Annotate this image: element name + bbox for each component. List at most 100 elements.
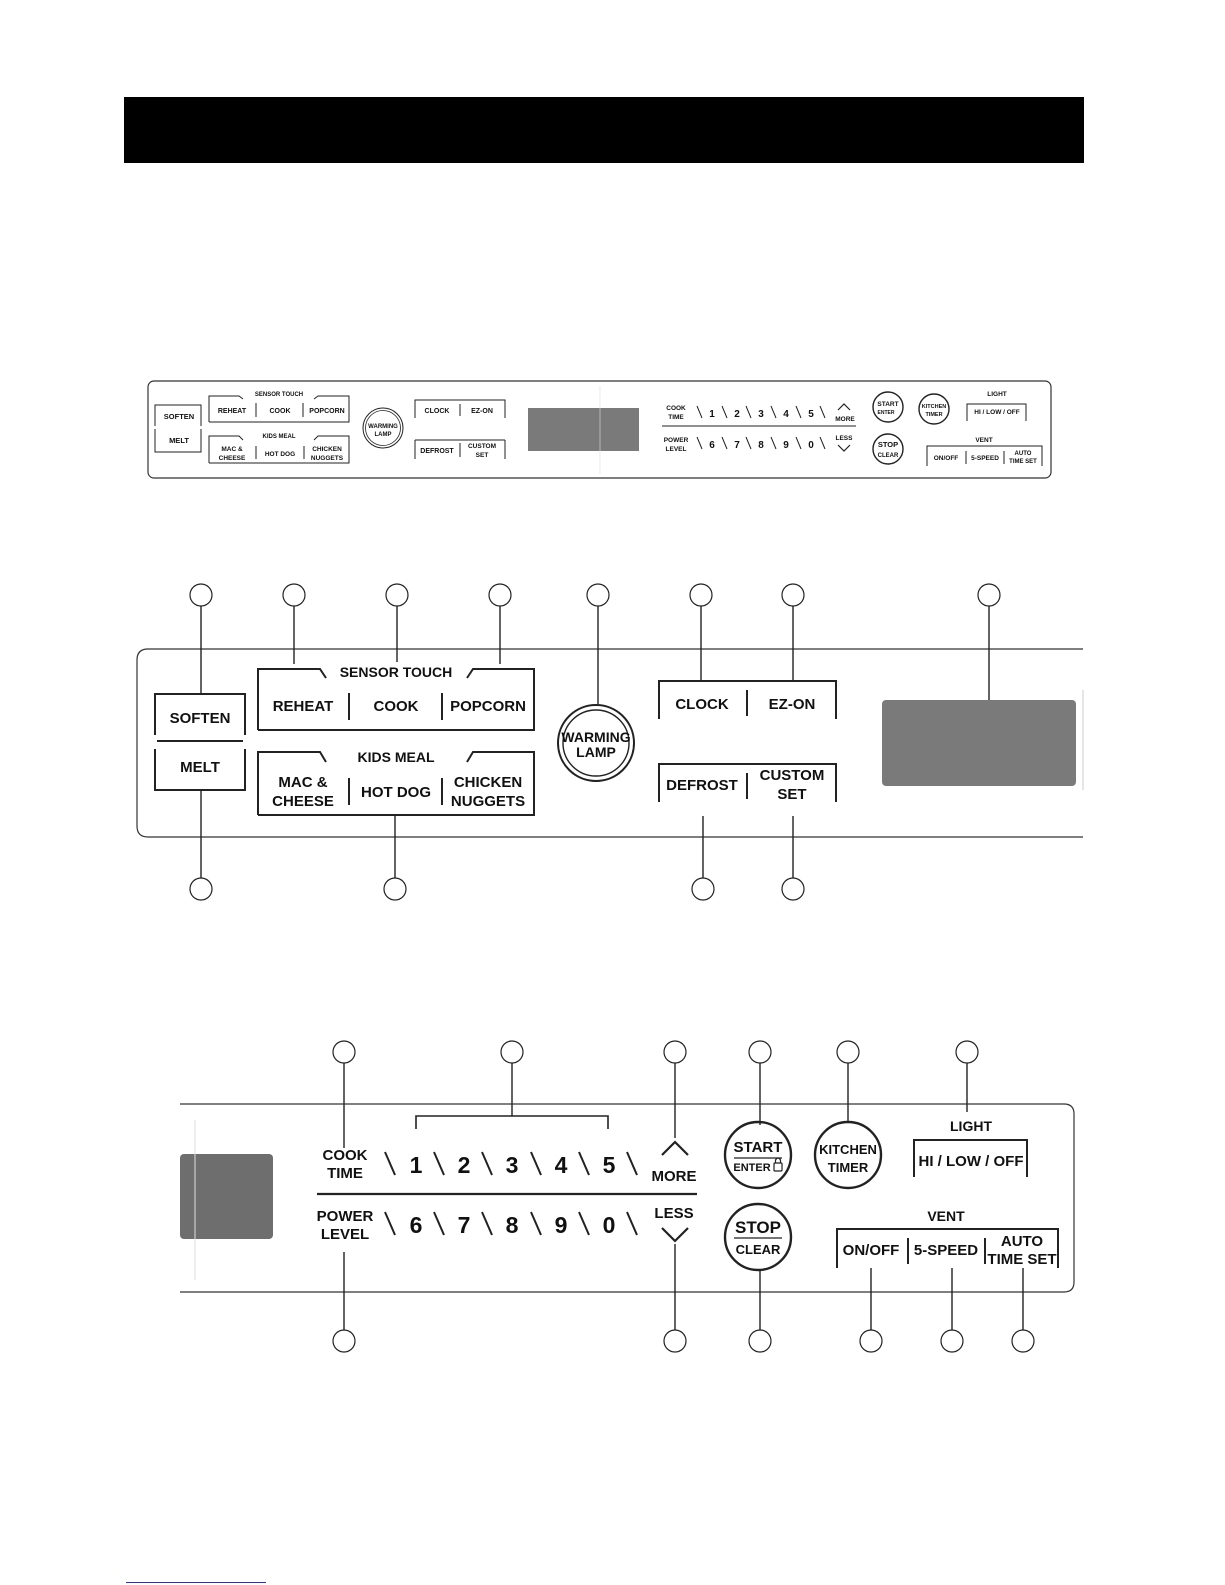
ov-digit-5: 5 bbox=[808, 409, 814, 420]
on-off-label: ON/OFF bbox=[843, 1242, 900, 1259]
digit-4: 4 bbox=[555, 1152, 568, 1178]
overview-panel: SOFTEN MELT SENSOR TOUCH REHEAT COOK POP… bbox=[147, 380, 1052, 479]
ov-chicken-label: CHICKEN bbox=[312, 446, 342, 453]
5-speed-label: 5-SPEED bbox=[914, 1242, 978, 1259]
defrost-label: DEFROST bbox=[666, 777, 738, 794]
custom-label: CUSTOM bbox=[760, 767, 825, 784]
melt-label: MELT bbox=[180, 759, 220, 776]
vent-label: VENT bbox=[927, 1208, 965, 1224]
ov-kids-meal-label: KIDS MEAL bbox=[263, 434, 296, 440]
digit-6: 6 bbox=[410, 1212, 423, 1238]
ov-nuggets-label: NUGGETS bbox=[311, 455, 344, 462]
digit-0: 0 bbox=[603, 1212, 616, 1238]
right-callouts-bottom bbox=[332, 1329, 1035, 1353]
lamp-label: LAMP bbox=[576, 744, 616, 760]
ov-digit-8: 8 bbox=[758, 440, 764, 451]
ov-clock-label: CLOCK bbox=[425, 408, 450, 415]
more-label: MORE bbox=[652, 1168, 697, 1185]
right-callouts-top bbox=[332, 1040, 979, 1064]
ov-display bbox=[528, 408, 639, 451]
ov-timer-label: TIMER bbox=[925, 412, 942, 418]
ov-digit-2: 2 bbox=[734, 409, 740, 420]
left-callouts-top bbox=[189, 583, 1001, 607]
power-level-line2: LEVEL bbox=[321, 1226, 369, 1243]
ov-mac-label: MAC & bbox=[221, 446, 243, 453]
ov-soften-label: SOFTEN bbox=[164, 412, 194, 421]
mac-label: MAC & bbox=[278, 774, 327, 791]
right-leaders-top bbox=[343, 1063, 968, 1148]
footer-rule bbox=[126, 1582, 266, 1583]
ov-melt-label: MELT bbox=[169, 436, 189, 445]
ov-power-line1: POWER bbox=[664, 437, 689, 444]
set-label: SET bbox=[777, 786, 806, 803]
header-bar bbox=[124, 97, 1084, 163]
ov-sensor-touch-label: SENSOR TOUCH bbox=[255, 392, 303, 398]
clock-label: CLOCK bbox=[675, 696, 728, 713]
chevron-down-icon bbox=[661, 1227, 689, 1243]
ov-digit-7: 7 bbox=[734, 440, 740, 451]
less-label: LESS bbox=[654, 1205, 693, 1222]
ov-5-speed-label: 5-SPEED bbox=[971, 455, 999, 462]
digit-7: 7 bbox=[458, 1212, 471, 1238]
stop-label: STOP bbox=[735, 1218, 781, 1237]
ov-reheat-label: REHEAT bbox=[218, 408, 247, 415]
left-leaders-top bbox=[200, 606, 990, 710]
light-label: LIGHT bbox=[950, 1118, 992, 1134]
ov-custom-label: CUSTOM bbox=[468, 443, 496, 450]
ov-cheese-label: CHEESE bbox=[219, 455, 246, 462]
ov-vent-label: VENT bbox=[975, 437, 992, 444]
ov-enter-label: ENTER bbox=[878, 410, 895, 416]
ov-slashes bbox=[696, 405, 826, 450]
soften-label: SOFTEN bbox=[170, 710, 231, 727]
ov-auto-label: AUTO bbox=[1015, 451, 1032, 457]
start-label: START bbox=[734, 1139, 783, 1156]
enter-label: ENTER bbox=[733, 1162, 770, 1174]
cook-label: COOK bbox=[374, 698, 419, 715]
nuggets-label: NUGGETS bbox=[451, 793, 525, 810]
reheat-label: REHEAT bbox=[273, 698, 334, 715]
digit-1: 1 bbox=[410, 1152, 423, 1178]
ov-cook-time-line2: TIME bbox=[668, 414, 684, 421]
ov-ez-on-label: EZ-ON bbox=[471, 408, 493, 415]
ov-digits: 1 2 3 4 5 6 7 8 9 0 bbox=[709, 409, 814, 451]
ov-start-label: START bbox=[877, 401, 898, 408]
timer-label: TIMER bbox=[828, 1160, 869, 1175]
cook-time-line2: TIME bbox=[327, 1165, 363, 1182]
right-leaders-bottom bbox=[343, 1244, 1024, 1330]
ov-popcorn-label: POPCORN bbox=[309, 408, 344, 415]
ov-on-off-label: ON/OFF bbox=[934, 455, 959, 462]
ov-set-label: SET bbox=[476, 452, 489, 459]
ov-digit-1: 1 bbox=[709, 409, 715, 420]
ov-hi-low-off-label: HI / LOW / OFF bbox=[974, 409, 1020, 416]
popcorn-label: POPCORN bbox=[450, 698, 526, 715]
cheese-label: CHEESE bbox=[272, 793, 334, 810]
ov-power-line2: LEVEL bbox=[666, 446, 687, 453]
ov-digit-6: 6 bbox=[709, 440, 715, 451]
ov-cook-label: COOK bbox=[270, 408, 291, 415]
hot-dog-label: HOT DOG bbox=[361, 784, 431, 801]
power-level-line1: POWER bbox=[317, 1208, 374, 1225]
left-callouts-bottom bbox=[189, 877, 805, 901]
ov-light-label: LIGHT bbox=[987, 391, 1007, 398]
chicken-label: CHICKEN bbox=[454, 774, 522, 791]
hi-low-off-label: HI / LOW / OFF bbox=[919, 1153, 1024, 1170]
digit-3: 3 bbox=[506, 1152, 519, 1178]
digit-9: 9 bbox=[555, 1212, 568, 1238]
ov-stop-label: STOP bbox=[878, 440, 898, 449]
ov-digit-3: 3 bbox=[758, 409, 764, 420]
digit-2: 2 bbox=[458, 1152, 471, 1178]
kids-meal-label: KIDS MEAL bbox=[358, 749, 435, 765]
left-leaders-bottom bbox=[200, 790, 794, 878]
digit-8: 8 bbox=[506, 1212, 519, 1238]
digit-5: 5 bbox=[603, 1152, 616, 1178]
ov-cook-time-line1: COOK bbox=[666, 405, 686, 412]
ov-less-label: LESS bbox=[836, 435, 854, 442]
ez-on-label: EZ-ON bbox=[769, 696, 816, 713]
ov-digit-9: 9 bbox=[783, 440, 789, 451]
digit-separators bbox=[384, 1151, 638, 1236]
kitchen-label: KITCHEN bbox=[819, 1142, 877, 1157]
detail-panel-left: SOFTEN MELT SENSOR TOUCH REHEAT COOK POP… bbox=[136, 583, 1084, 901]
ov-warming-label: WARMING bbox=[368, 424, 398, 430]
ov-digit-0: 0 bbox=[808, 440, 814, 451]
